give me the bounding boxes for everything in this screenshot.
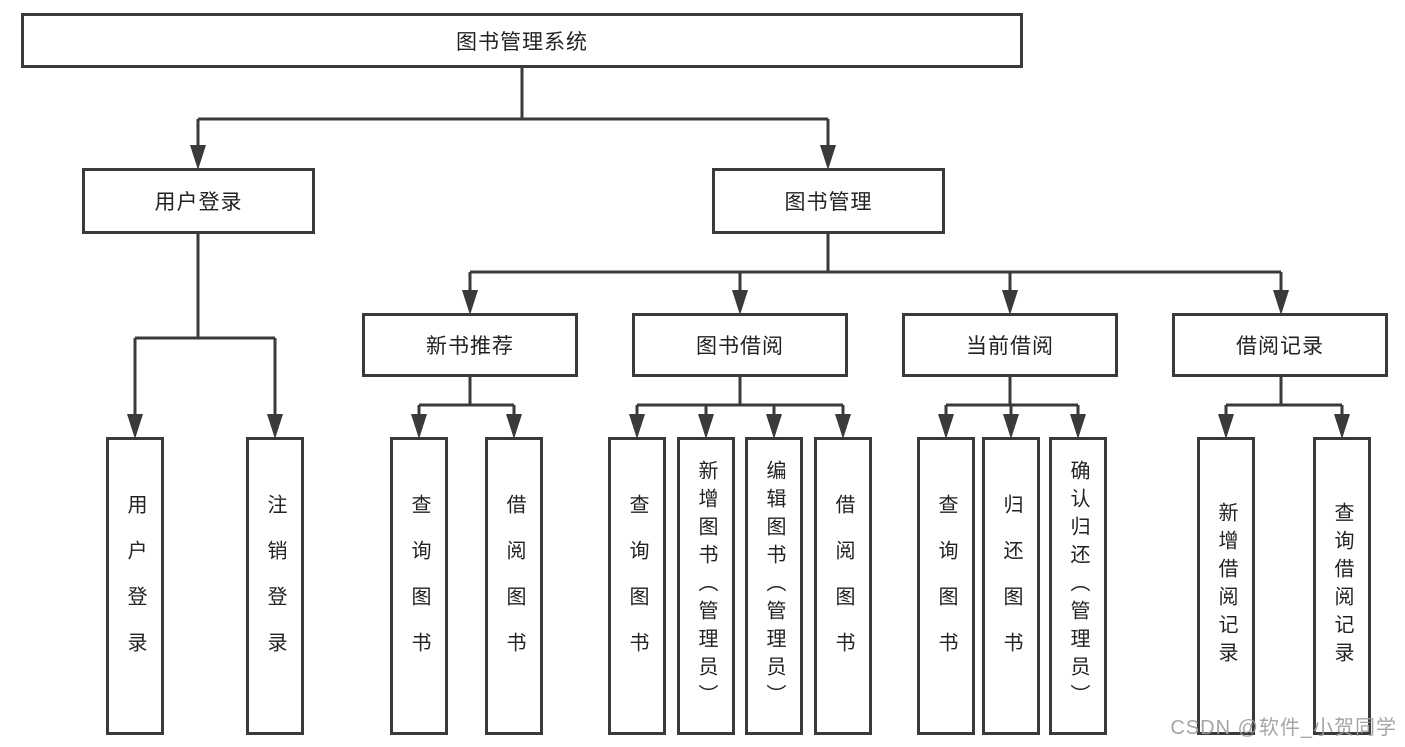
leaf-label: 用户登录 bbox=[124, 494, 146, 678]
leaf-label: 借阅图书 bbox=[832, 494, 854, 678]
branch-book-borrow-to-leaves bbox=[635, 377, 845, 415]
leaf-confirm-return-admin: 确认归还（管理员） bbox=[1049, 437, 1107, 735]
leaf-search-books-borrow: 查询图书 bbox=[608, 437, 666, 735]
node-current-borrowing: 当前借阅 bbox=[902, 313, 1118, 377]
node-label: 用户登录 bbox=[154, 191, 243, 214]
node-label: 借阅记录 bbox=[1236, 335, 1324, 358]
leaf-label: 查询图书 bbox=[626, 494, 648, 678]
leaf-label: 新增图书（管理员） bbox=[695, 460, 717, 712]
node-new-book-recommendation: 新书推荐 bbox=[362, 313, 578, 377]
node-book-management: 图书管理 bbox=[712, 168, 945, 234]
branch-user-login-to-leaves bbox=[133, 234, 277, 415]
leaf-label: 编辑图书（管理员） bbox=[763, 460, 785, 712]
node-label: 图书管理 bbox=[784, 191, 873, 214]
node-book-borrowing: 图书借阅 bbox=[632, 313, 848, 377]
leaf-label: 归还图书 bbox=[1000, 494, 1022, 678]
leaf-borrow-books-newbook: 借阅图书 bbox=[485, 437, 543, 735]
leaf-label: 确认归还（管理员） bbox=[1067, 460, 1089, 712]
node-root-library-system: 图书管理系统 bbox=[21, 13, 1023, 68]
leaf-label: 注销登录 bbox=[264, 494, 286, 678]
leaf-search-borrow-record: 查询借阅记录 bbox=[1313, 437, 1371, 735]
branch-new-book-to-leaves bbox=[417, 377, 516, 415]
leaf-user-login: 用户登录 bbox=[106, 437, 164, 735]
node-label: 图书管理系统 bbox=[456, 30, 588, 54]
branch-root-to-level2 bbox=[196, 67, 830, 146]
leaf-return-books: 归还图书 bbox=[982, 437, 1040, 735]
leaf-add-books-admin: 新增图书（管理员） bbox=[677, 437, 735, 735]
leaf-label: 查询图书 bbox=[408, 494, 430, 678]
node-user-login: 用户登录 bbox=[82, 168, 315, 234]
node-label: 图书借阅 bbox=[696, 335, 784, 358]
branch-book-management-to-level3 bbox=[468, 234, 1283, 292]
leaf-label: 借阅图书 bbox=[503, 494, 525, 678]
leaf-logout: 注销登录 bbox=[246, 437, 304, 735]
branch-records-to-leaves bbox=[1224, 377, 1344, 415]
leaf-search-books-newbook: 查询图书 bbox=[390, 437, 448, 735]
node-borrowing-records: 借阅记录 bbox=[1172, 313, 1388, 377]
node-label: 新书推荐 bbox=[426, 335, 514, 358]
branch-current-borrow-to-leaves bbox=[944, 377, 1080, 415]
leaf-add-borrow-record: 新增借阅记录 bbox=[1197, 437, 1255, 735]
leaf-borrow-books-borrow: 借阅图书 bbox=[814, 437, 872, 735]
leaf-search-books-current: 查询图书 bbox=[917, 437, 975, 735]
node-label: 当前借阅 bbox=[966, 335, 1054, 358]
leaf-label: 查询借阅记录 bbox=[1331, 502, 1353, 670]
leaf-edit-books-admin: 编辑图书（管理员） bbox=[745, 437, 803, 735]
leaf-label: 查询图书 bbox=[935, 494, 957, 678]
arrowheads bbox=[127, 145, 1350, 439]
leaf-label: 新增借阅记录 bbox=[1215, 502, 1237, 670]
